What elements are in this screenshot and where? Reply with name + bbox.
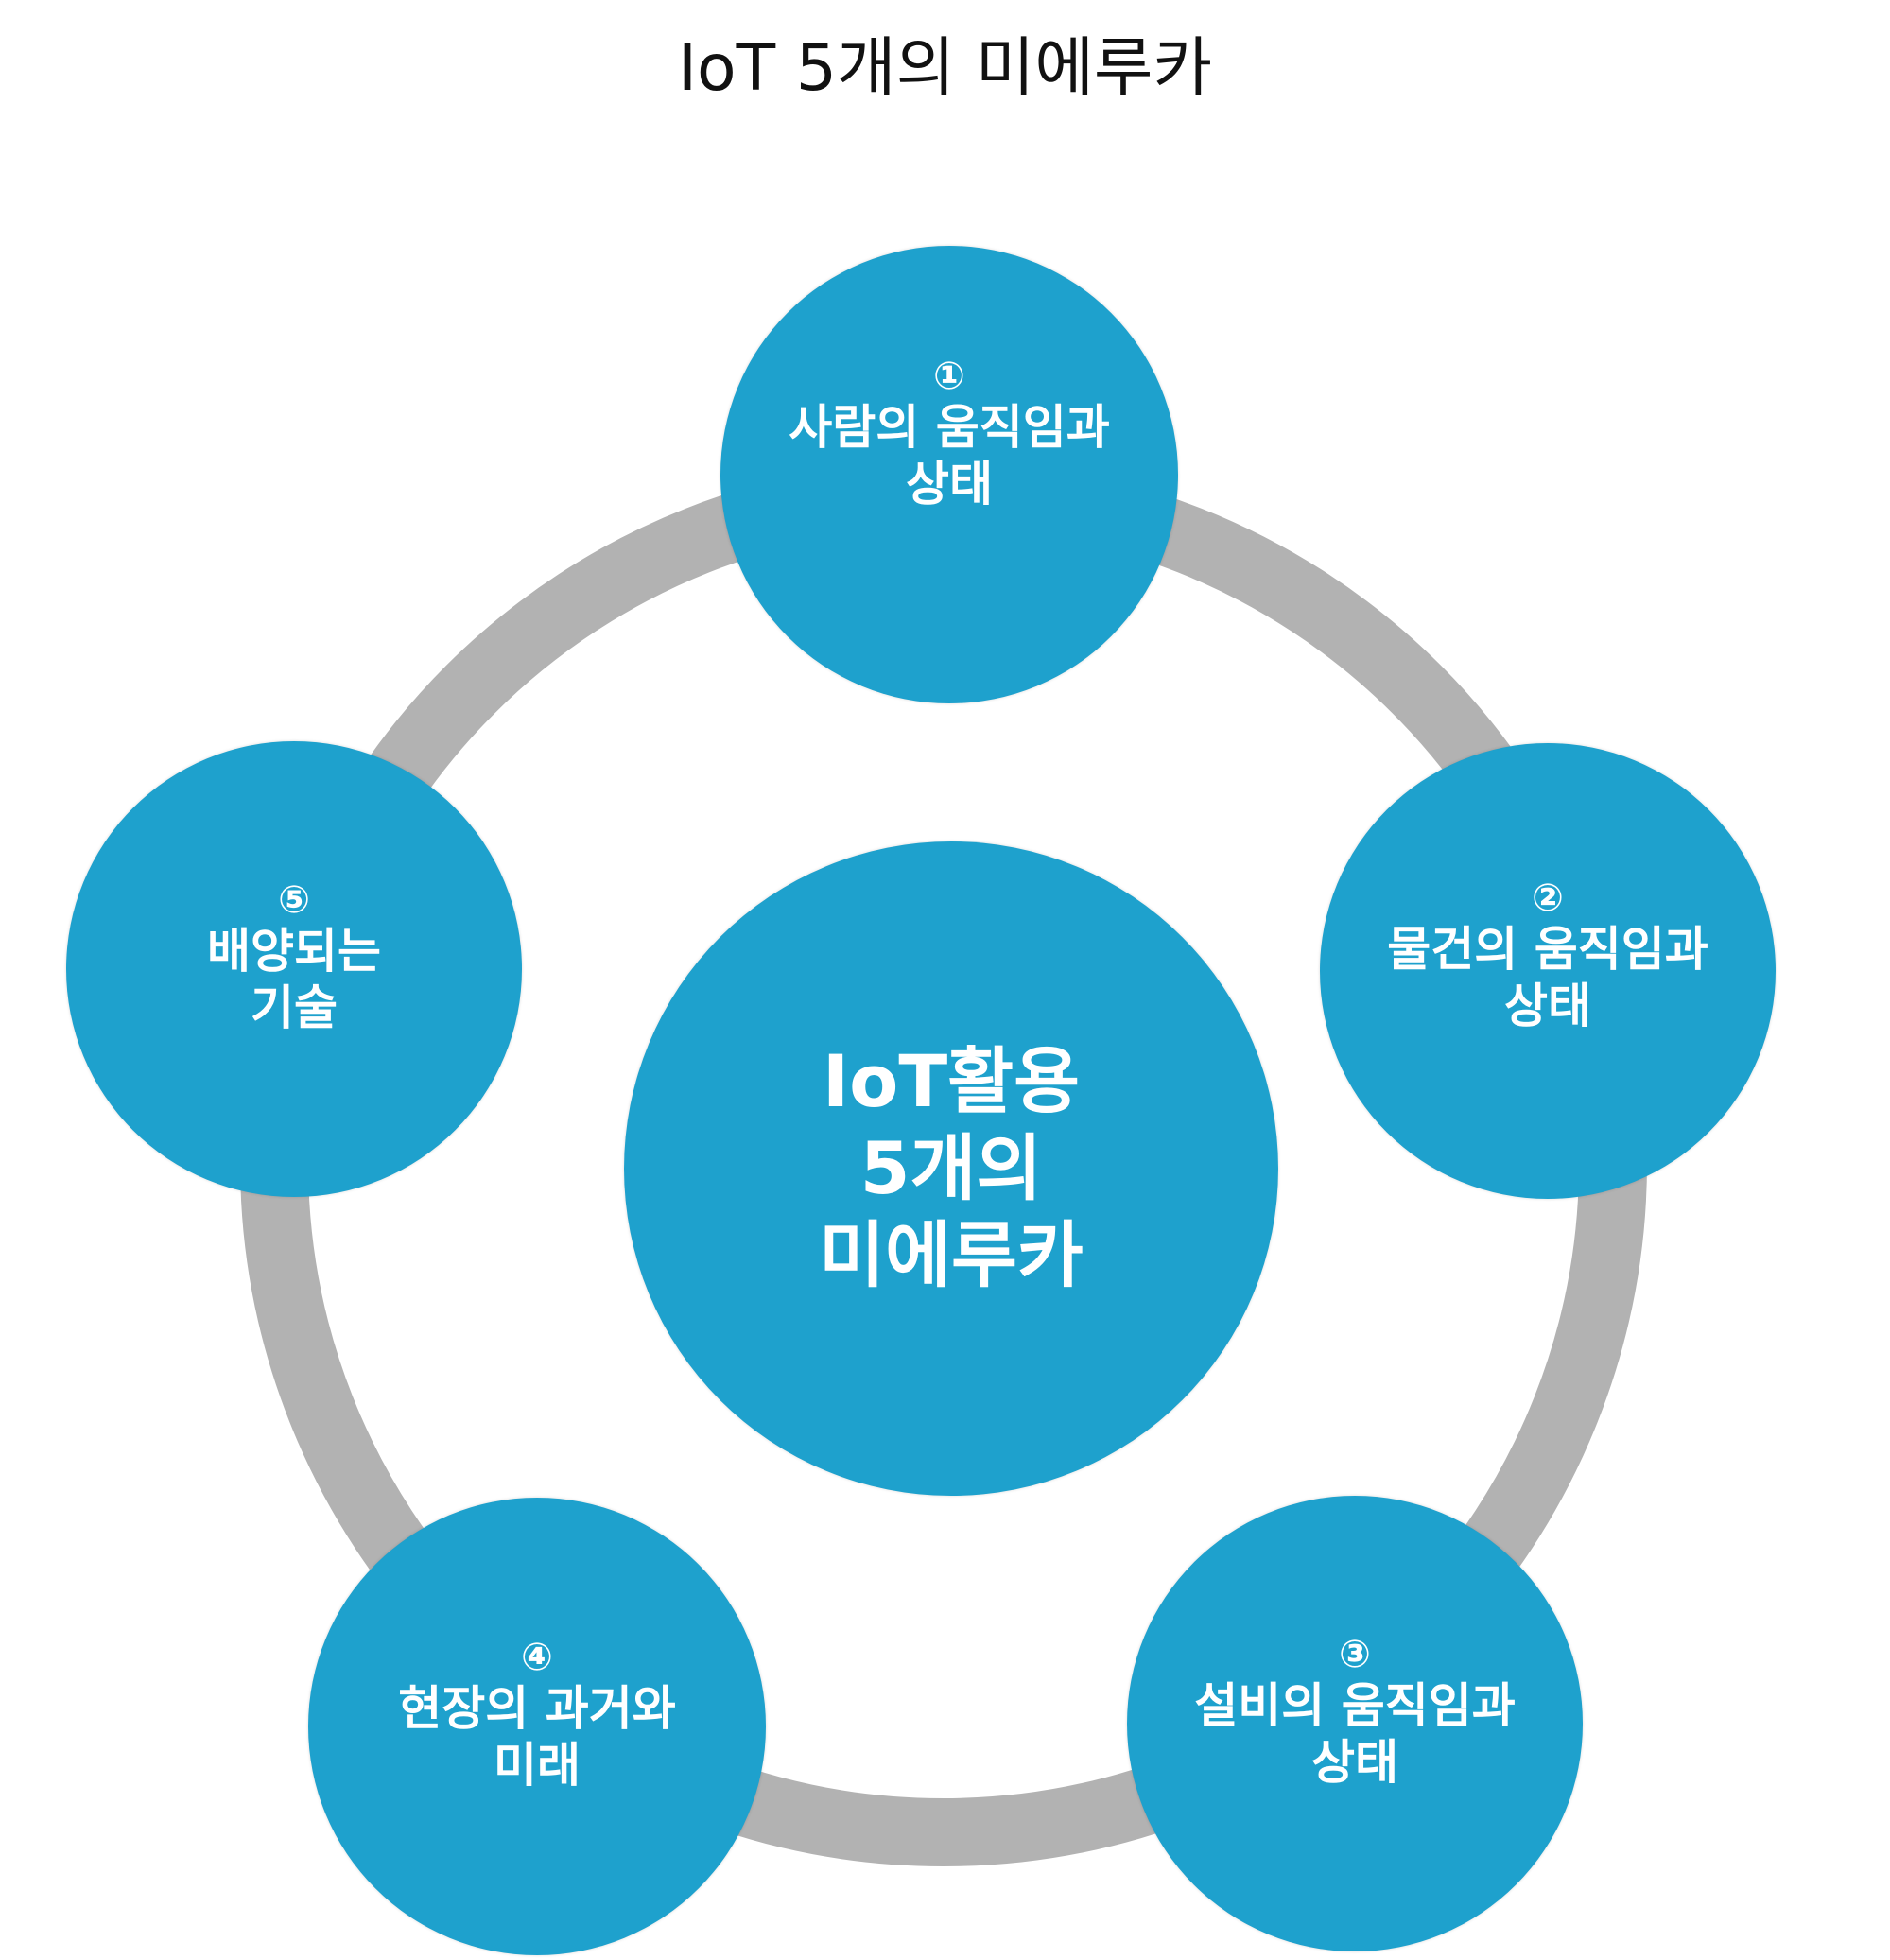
center-label: IoT활용 5개의 미에루카 [819,1039,1084,1297]
node-3-equipment: ③ 설비의 움직임과 상태 [1127,1496,1583,1951]
page-title: IoT 5개의 미에루카 [677,31,1213,106]
node-label: 설비의 움직임과 상태 [1194,1678,1516,1790]
node-5-technology: ⑤ 배양되는 기술 [66,741,522,1197]
node-label: 배양되는 기술 [207,924,381,1035]
node-2-goods: ② 물건의 움직임과 상태 [1320,743,1776,1199]
node-label: 현장의 과거와 미래 [398,1681,676,1793]
node-number: ② [1532,876,1564,920]
node-label: 물건의 움직임과 상태 [1387,922,1708,1033]
node-number: ④ [521,1636,553,1679]
node-1-people: ① 사람의 움직임과 상태 [720,246,1178,703]
center-node: IoT활용 5개의 미에루카 [624,841,1278,1496]
node-number: ⑤ [278,878,310,922]
node-4-site: ④ 현장의 과거와 미래 [308,1498,766,1955]
node-number: ① [933,355,965,398]
node-label: 사람의 움직임과 상태 [789,400,1110,512]
node-number: ③ [1339,1633,1371,1676]
